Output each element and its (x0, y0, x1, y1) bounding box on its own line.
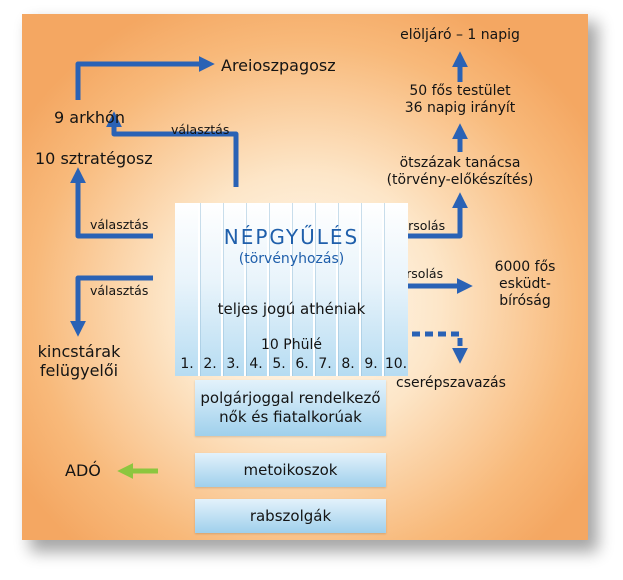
chair-label: elöljáró – 1 napig (400, 27, 520, 43)
council500-line-2: (törvény-előkészítés) (386, 171, 534, 188)
phyle-number: 2. (203, 356, 217, 372)
council500-line-1: ötszázak tanácsa (399, 155, 521, 171)
phyle-divider (267, 203, 269, 376)
jury-line-3: bíróság (499, 292, 551, 309)
phyle-number: 4. (249, 356, 263, 372)
phyle-number: 6. (295, 356, 309, 372)
arrow-assembly-to-treasurers (69, 275, 153, 337)
arrow-archons-to-areiopagus (75, 55, 215, 100)
treasurers-line-1: kincstárak (37, 342, 121, 361)
council50-label: 50 fős testület 36 napig irányít (380, 83, 540, 117)
women-minors-line-2: nők és fiatalkorúak (219, 408, 362, 426)
phyle-divider (313, 203, 315, 376)
arrow-assembly-to-archons (105, 111, 239, 187)
archons-label: 9 arkhón (54, 108, 125, 127)
diagram-canvas: Areioszpagosz 9 arkhón választás 10 sztr… (22, 14, 588, 540)
council50-line-2: 36 napig irányít (404, 99, 516, 116)
strategoi-label: 10 sztratégosz (35, 149, 153, 168)
phyle-divider (359, 203, 361, 376)
phyle-number: 1. (180, 356, 194, 372)
vote-strategoi-label: választás (90, 217, 149, 232)
jury-line-1: 6000 fős (494, 259, 556, 275)
phyle-number: 7. (318, 356, 332, 372)
assembly-subtitle: (törvényhozás) (238, 251, 345, 267)
jury-line-2: esküdt- (499, 275, 551, 292)
phyle-label: 10 Phülé (261, 337, 322, 353)
vote-archons-label: választás (171, 122, 230, 137)
phyle-number: 8. (341, 356, 355, 372)
council500-label: ötszázak tanácsa (törvény-előkészítés) (375, 155, 545, 189)
metics-box: metoikoszok (195, 453, 386, 487)
treasurers-label: kincstárak felügyelői (24, 342, 134, 380)
tax-label: ADÓ (65, 461, 101, 480)
phyle-number: 9. (364, 356, 378, 372)
areiopagus-label: Areioszpagosz (221, 56, 336, 75)
phyle-divider (221, 203, 223, 376)
council50-line-1: 50 fős testület (409, 83, 511, 99)
phyle-divider (382, 203, 384, 376)
phyle-divider (336, 203, 338, 376)
citizens-label: teljes jogú athéniak (217, 300, 366, 318)
women-minors-box: polgárjoggal rendelkező nők és fiatalkor… (195, 380, 386, 436)
assembly-block: NÉPGYŰLÉS (törvényhozás) teljes jogú ath… (175, 203, 408, 376)
assembly-title: NÉPGYŰLÉS (223, 225, 360, 249)
vote-treasurers-label: választás (90, 283, 149, 298)
phyle-divider (244, 203, 246, 376)
jury-label: 6000 fős esküdt- bíróság (482, 259, 568, 309)
arrow-assembly-to-strategoi (69, 167, 153, 239)
slaves-box: rabszolgák (195, 499, 386, 533)
treasurers-line-2: felügyelői (39, 361, 119, 381)
phyle-number: 3. (226, 356, 240, 372)
women-minors-line-1: polgárjoggal rendelkező (200, 389, 381, 408)
phyle-divider (290, 203, 292, 376)
phyle-number: 10. (384, 356, 408, 372)
phyle-number: 5. (272, 356, 286, 372)
ostracism-label: cserépszavazás (396, 375, 506, 391)
arrow-assembly-to-council500 (386, 192, 469, 239)
phyle-divider (198, 203, 200, 376)
